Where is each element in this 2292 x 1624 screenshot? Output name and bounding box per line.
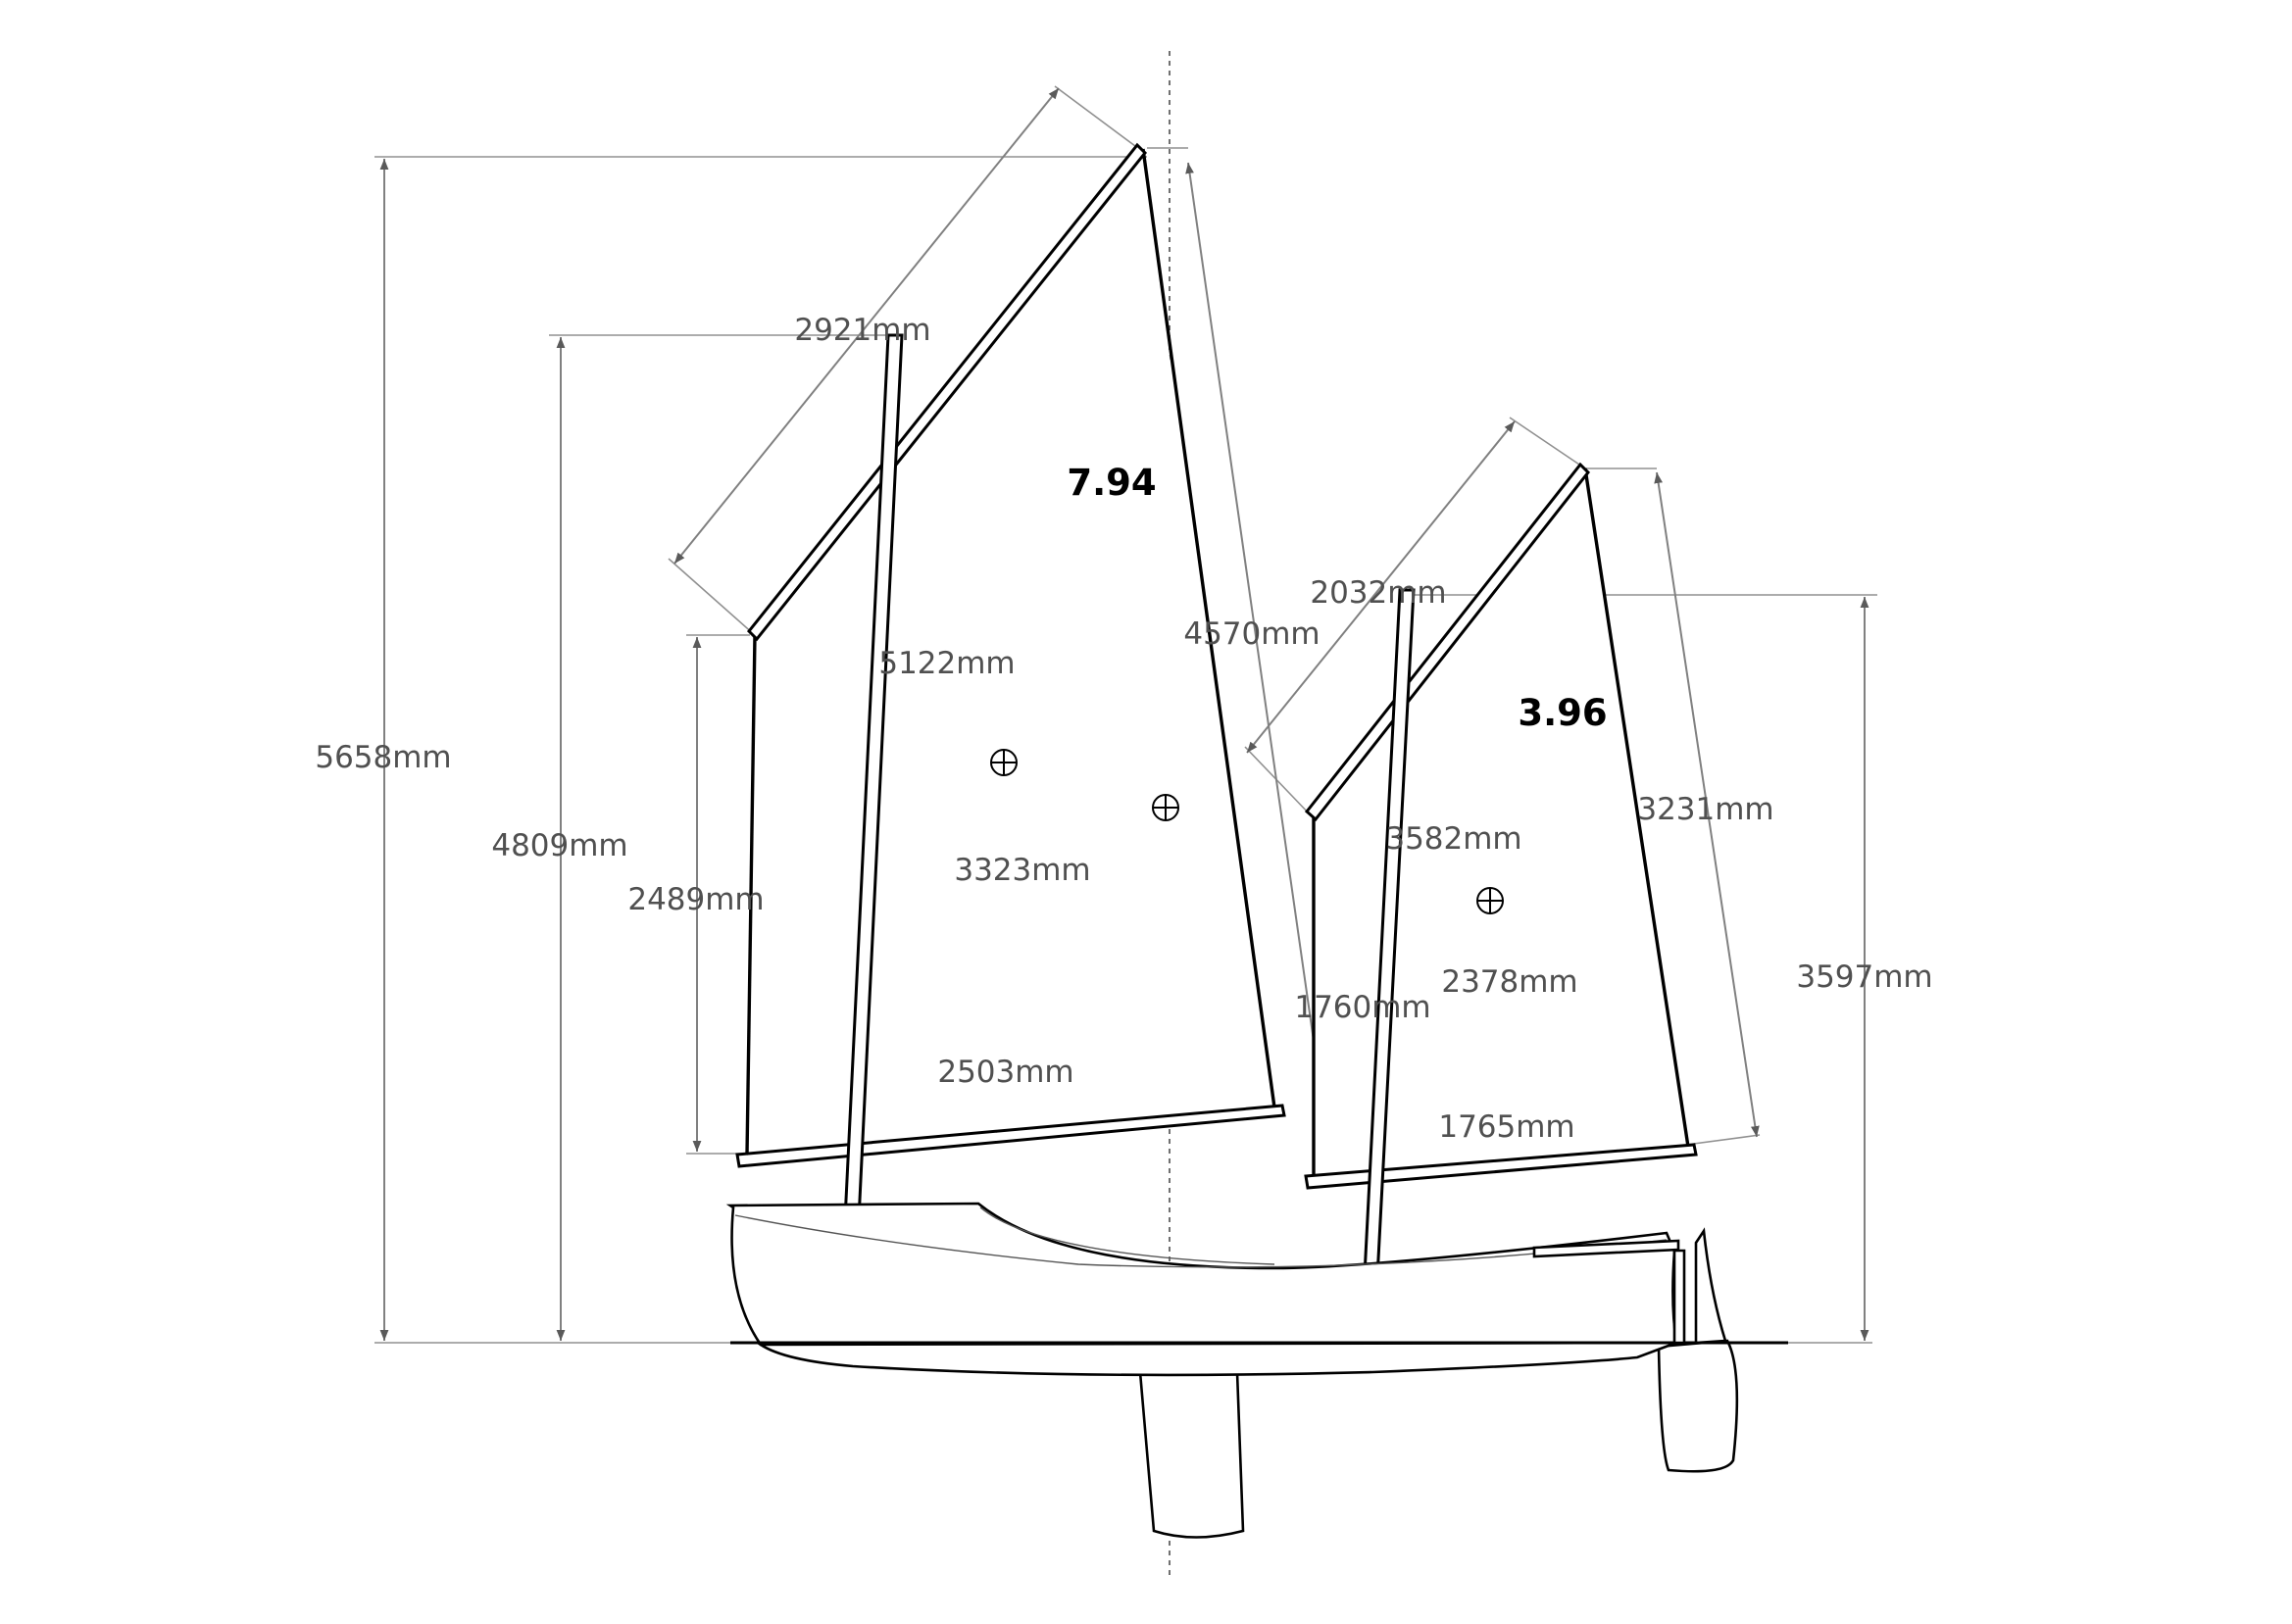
label-main-leech: 4570mm bbox=[1183, 616, 1320, 652]
label-mizzen-mast-height: 3597mm bbox=[1796, 960, 1932, 995]
label-main-mast-height: 4809mm bbox=[491, 828, 627, 863]
label-mizzen-gaff: 2032mm bbox=[1310, 575, 1446, 611]
label-main-diag-tack-peak: 5122mm bbox=[878, 646, 1015, 681]
label-main-luff-height: 5658mm bbox=[315, 740, 451, 775]
sail-area-labels: 7.94 3.96 bbox=[1067, 462, 1607, 734]
mizzen-sail-area: 3.96 bbox=[1518, 692, 1607, 734]
hull bbox=[725, 1202, 1788, 1539]
label-mizzen-luff: 1760mm bbox=[1294, 990, 1430, 1025]
label-mizzen-diag-throat-clew: 3582mm bbox=[1385, 821, 1521, 857]
label-main-foot: 2503mm bbox=[937, 1055, 1073, 1090]
label-main-diag-throat-clew: 3323mm bbox=[954, 853, 1090, 888]
label-main-leech-height: 2489mm bbox=[627, 882, 764, 917]
label-mizzen-foot: 1765mm bbox=[1438, 1109, 1574, 1145]
mizzen-sail bbox=[1304, 462, 1698, 1372]
combined-centre-of-effort-icon bbox=[1152, 794, 1179, 821]
label-mizzen-diag-tack-peak: 2378mm bbox=[1441, 964, 1577, 1000]
dimension-labels: 5658mm 4809mm 2489mm 2921mm 5122mm 4570m… bbox=[315, 313, 1932, 1145]
label-main-gaff: 2921mm bbox=[794, 313, 930, 348]
label-mizzen-leech: 3231mm bbox=[1637, 792, 1773, 827]
main-sail-area: 7.94 bbox=[1067, 462, 1156, 504]
main-sail bbox=[735, 142, 1286, 1343]
